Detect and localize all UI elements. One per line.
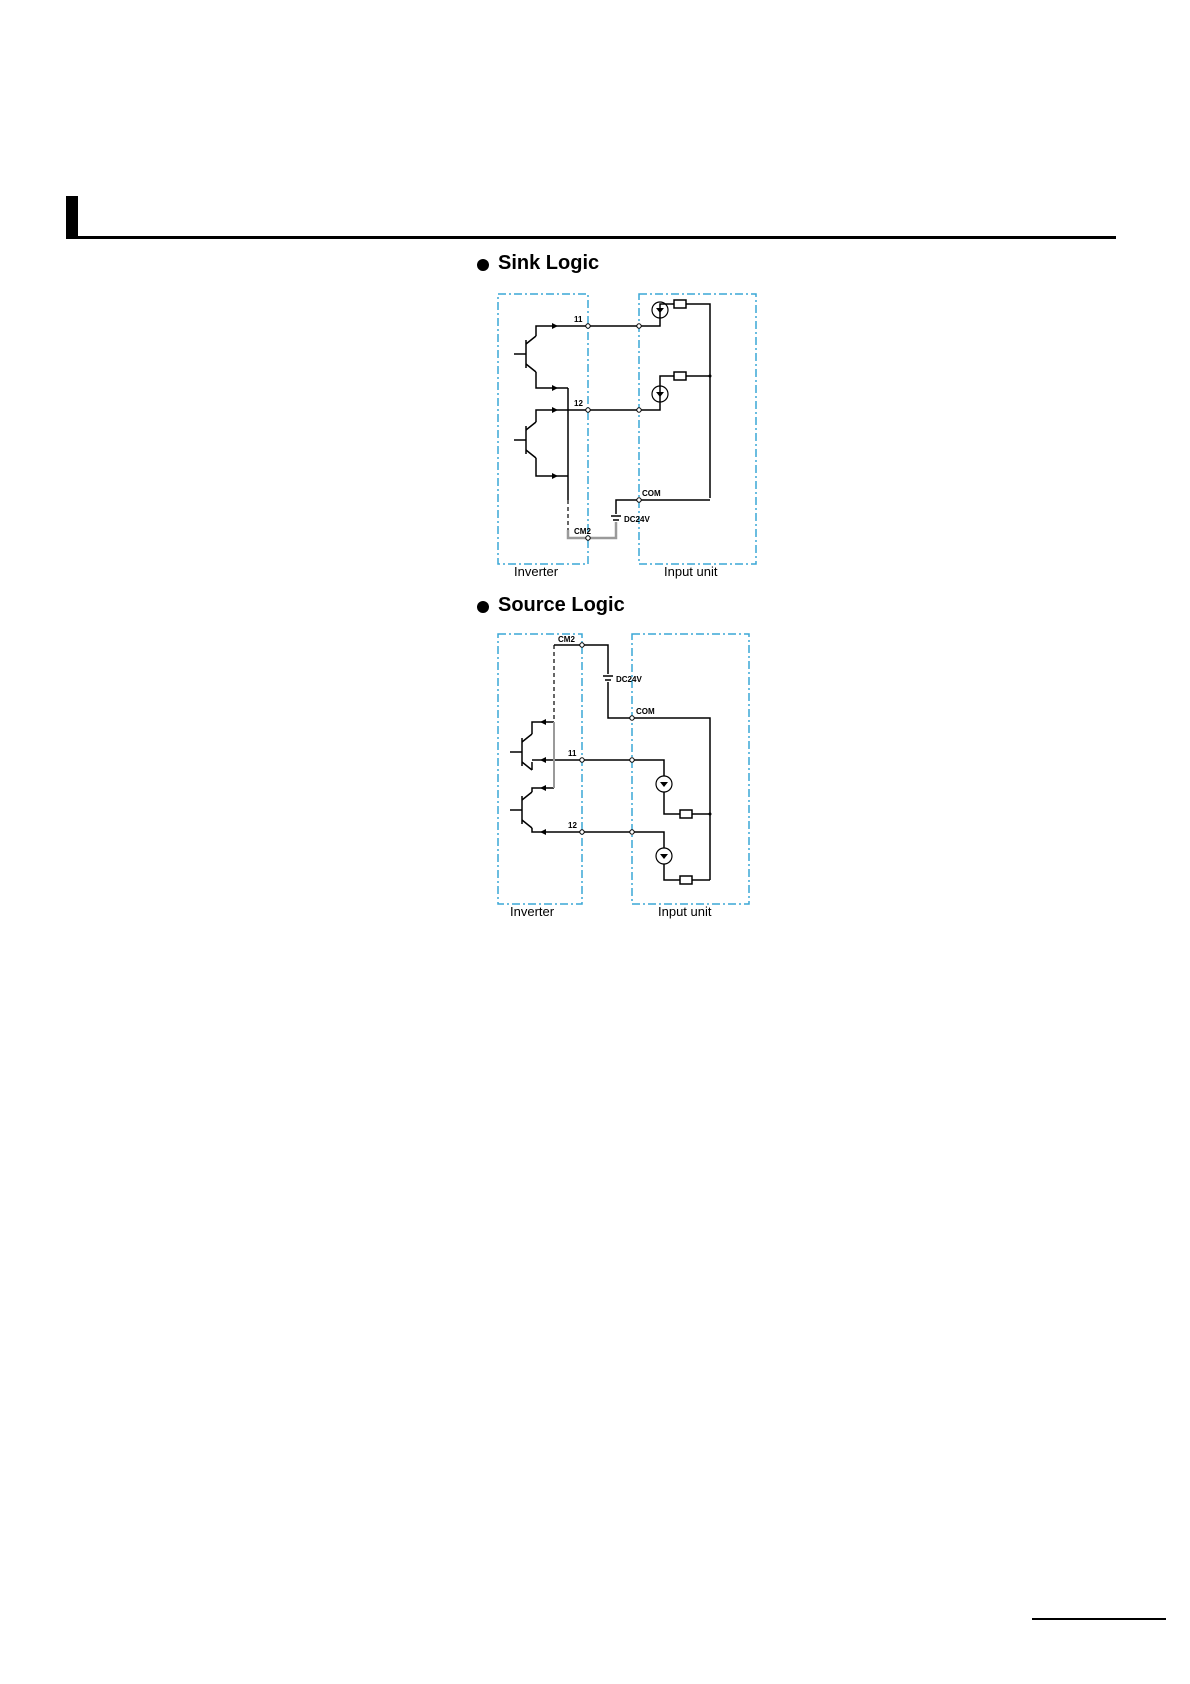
input-unit-box bbox=[632, 634, 749, 904]
sink-caption-inverter: Inverter bbox=[514, 564, 559, 579]
source-label-12: 12 bbox=[568, 821, 577, 830]
source-logic-diagram: CM2 DC24V COM 11 12 Inverter Input unit bbox=[490, 630, 770, 920]
source-caption-inverter: Inverter bbox=[510, 904, 555, 919]
input-unit-box bbox=[639, 294, 756, 564]
sink-caption-input-unit: Input unit bbox=[664, 564, 718, 579]
sink-label-11: 11 bbox=[574, 315, 583, 324]
source-caption-input-unit: Input unit bbox=[658, 904, 712, 919]
inverter-box bbox=[498, 294, 588, 564]
inverter-box bbox=[498, 634, 582, 904]
source-label-cm2: CM2 bbox=[558, 635, 575, 644]
sink-label-12: 12 bbox=[574, 399, 583, 408]
bullet-source bbox=[477, 601, 489, 613]
bullet-sink bbox=[477, 259, 489, 271]
source-logic-title: Source Logic bbox=[498, 594, 625, 617]
source-label-com: COM bbox=[636, 707, 655, 716]
sink-label-cm2: CM2 bbox=[574, 527, 591, 536]
sink-label-dc24v: DC24V bbox=[624, 515, 650, 524]
header-bar bbox=[66, 196, 78, 238]
source-label-11: 11 bbox=[568, 749, 577, 758]
footer-rule bbox=[1032, 1618, 1166, 1620]
sink-logic-diagram: 11 12 COM DC24V CM2 Inverter Input unit bbox=[490, 290, 770, 580]
sink-logic-title: Sink Logic bbox=[498, 252, 599, 275]
header-rule bbox=[66, 236, 1116, 239]
sink-label-com: COM bbox=[642, 489, 661, 498]
source-label-dc24v: DC24V bbox=[616, 675, 642, 684]
